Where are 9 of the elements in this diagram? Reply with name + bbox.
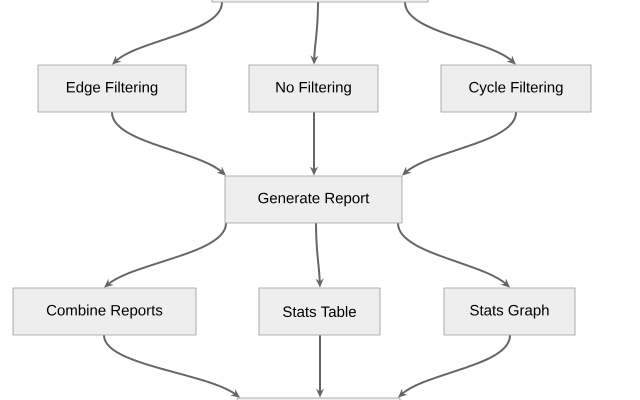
process-box: Cycle Filtering	[440, 64, 592, 112]
empty-box	[236, 398, 400, 400]
process-box: Stats Table	[258, 288, 380, 336]
process-box: Stats Graph	[444, 288, 576, 336]
process-box: No Filtering	[248, 64, 378, 112]
process-box: Edge Filtering	[38, 64, 186, 112]
process-box: Generate Report	[224, 176, 402, 224]
process-box: Combine Reports	[12, 288, 196, 336]
empty-box	[212, 0, 428, 2]
